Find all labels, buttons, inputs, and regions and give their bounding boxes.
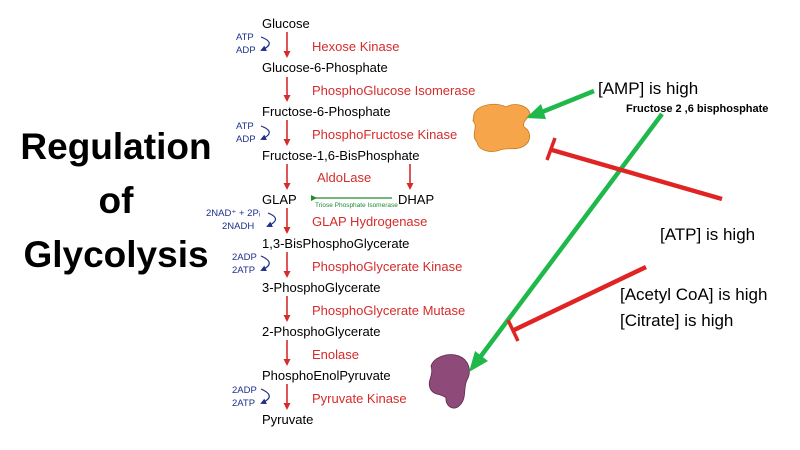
acetylcoa-inhibition-line: [513, 264, 647, 333]
enzyme-pyruvate-kinase: Pyruvate Kinase: [312, 391, 407, 406]
metabolite-glap: GLAP: [262, 192, 297, 207]
title-line-3: Glycolysis: [23, 234, 209, 275]
cofactor-curve-5: [266, 212, 277, 228]
f26bp-activation-head: [469, 351, 488, 372]
enzyme-phosphofructose-kinase: PhosphoFructose Kinase: [312, 127, 458, 142]
metabolite-pyruvate: Pyruvate: [262, 412, 314, 427]
enzyme-phosphoglycerate-kinase: PhosphoGlycerate Kinase: [312, 259, 463, 274]
metabolite-glucose-6-phosphate: Glucose-6-Phosphate: [262, 60, 388, 75]
cofactor-curve-9: [260, 388, 270, 405]
cofactor-atp-in-3: ATP: [236, 121, 254, 132]
cofactor-nadh-out-5: 2NADH: [222, 221, 255, 232]
enzyme-phosphoglycerate-mutase: PhosphoGlycerate Mutase: [312, 303, 466, 318]
metabolite-fructose-6-phosphate: Fructose-6-Phosphate: [262, 104, 391, 119]
enzyme-aldolase: AldoLase: [317, 170, 372, 185]
enzyme-glap-hydrogenase: GLAP Hydrogenase: [312, 214, 428, 229]
cofactor-atp-out-6: 2ATP: [232, 265, 256, 276]
pk-enzyme-shape: [428, 354, 470, 409]
regulator-citrate-label: [Citrate] is high: [620, 311, 734, 330]
metabolite-glucose: Glucose: [262, 16, 310, 31]
atp-inhibition-bar: [545, 137, 557, 161]
regulator-acetylcoa-label: [Acetyl CoA] is high: [620, 285, 768, 304]
cofactor-curve-3: [260, 125, 270, 141]
title-line-1: Regulation: [20, 126, 212, 167]
cofactor-nad-in-5: 2NAD⁺ + 2Pᵢ: [206, 208, 261, 219]
metabolite-1-3-bisphosphoglycerate: 1,3-BisPhosphoGlycerate: [262, 236, 410, 251]
regulator-f26bp-label: Fructose 2 ,6 bisphosphate: [626, 103, 769, 115]
pfk-enzyme-shape: [472, 103, 531, 152]
amp-activation-line: [541, 88, 595, 115]
enzyme-enolase: Enolase: [312, 347, 359, 362]
cofactor-adp-out-1: ADP: [236, 45, 256, 56]
cofactor-adp-out-3: ADP: [236, 134, 256, 145]
cofactor-curves: [260, 36, 277, 405]
metabolite-2-phosphoglycerate: 2-PhosphoGlycerate: [262, 324, 381, 339]
diagram-title: Regulation of Glycolysis: [0, 120, 232, 282]
regulator-atp-label: [ATP] is high: [660, 225, 756, 244]
enzyme-hexose-kinase: Hexose Kinase: [312, 39, 400, 54]
cofactor-atp-in-1: ATP: [236, 32, 254, 43]
enzyme-phosphoglucose-isomerase: PhosphoGlucose Isomerase: [312, 83, 476, 98]
isomerase-label: Triose Phosphate Isomerase: [315, 202, 398, 209]
regulator-amp-label: [AMP] is high: [598, 79, 699, 98]
title-line-2: of: [98, 180, 134, 221]
cofactor-curve-1: [260, 36, 270, 52]
pathway-arrows: [283, 32, 414, 410]
acetylcoa-inhibition-bar: [506, 319, 520, 342]
cofactor-adp-in-9: 2ADP: [232, 385, 257, 396]
metabolite-dhap: DHAP: [398, 192, 435, 207]
activation-arrows: [469, 88, 664, 372]
amp-activation-head: [526, 104, 546, 119]
inhibition-arrows: [506, 137, 723, 342]
cofactor-adp-in-6: 2ADP: [232, 252, 257, 263]
metabolite-phosphoenolpyruvate: PhosphoEnolPyruvate: [262, 368, 391, 383]
metabolite-fructose-1-6-bisphosphate: Fructose-1,6-BisPhosphate: [262, 148, 420, 163]
cofactor-atp-out-9: 2ATP: [232, 398, 256, 409]
cofactor-curve-6: [260, 255, 270, 272]
atp-inhibition-line: [551, 147, 723, 202]
f26bp-activation-line: [479, 112, 664, 358]
metabolite-3-phosphoglycerate: 3-PhosphoGlycerate: [262, 280, 381, 295]
